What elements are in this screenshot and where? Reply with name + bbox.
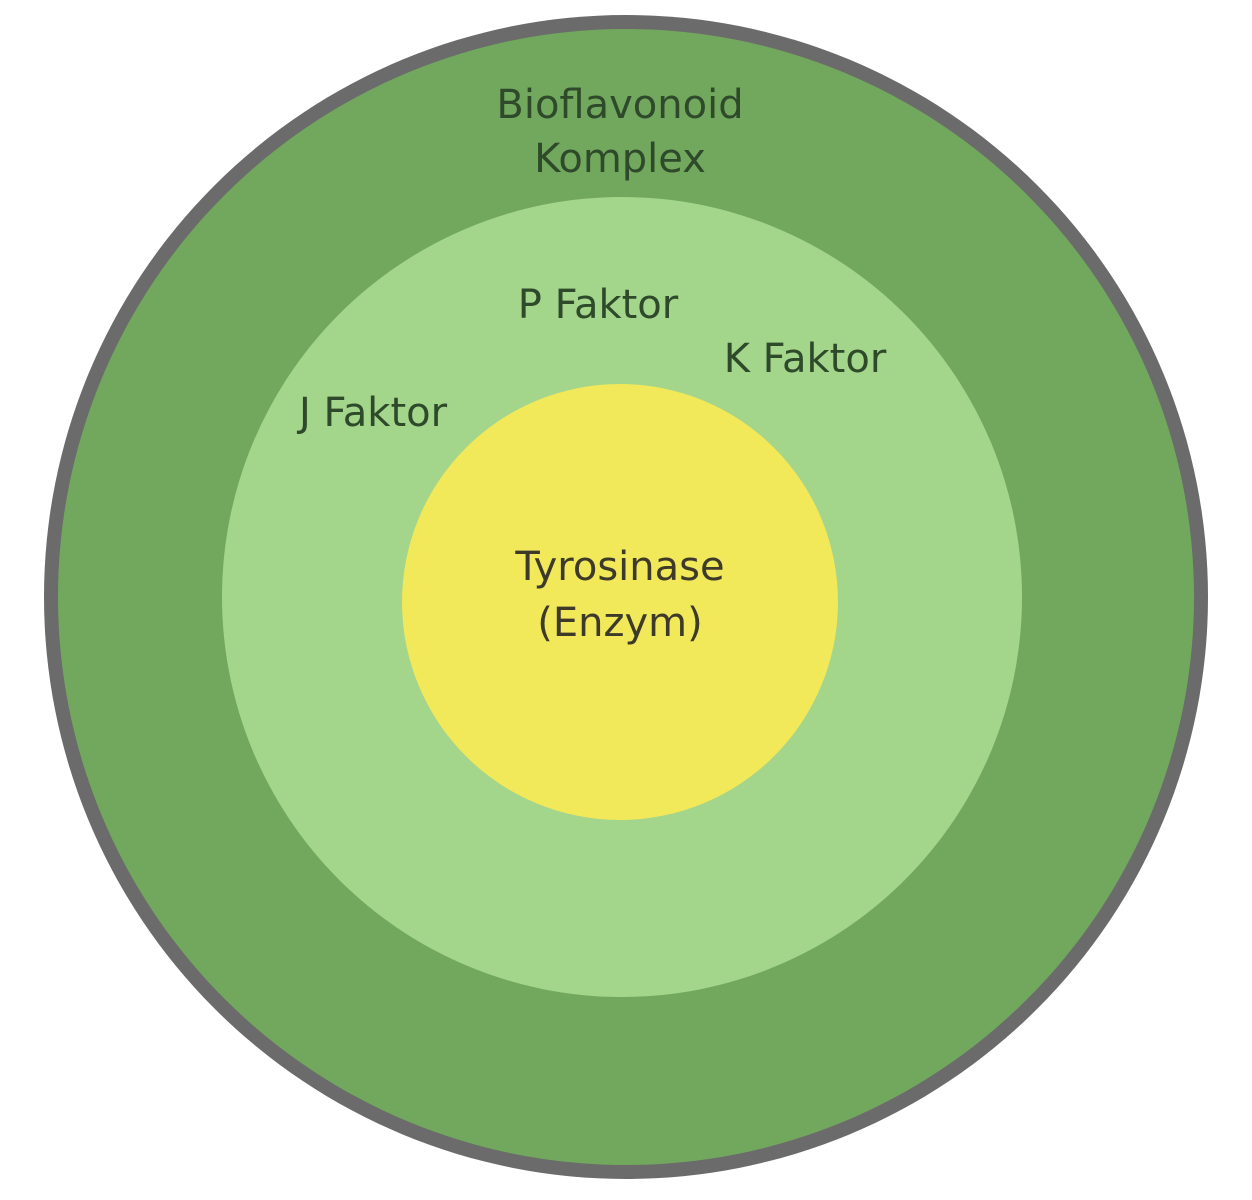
outer-label-line1: Bioflavonoid: [496, 82, 743, 128]
factor-p-label: P Faktor: [518, 282, 679, 328]
factor-j-label: J Faktor: [296, 390, 448, 436]
outer-label-line2: Komplex: [534, 136, 706, 182]
core-label-line1: Tyrosinase: [514, 544, 724, 590]
factor-k-label: K Faktor: [724, 336, 887, 382]
core-label-line2: (Enzym): [537, 600, 702, 646]
tyrosinase-core-circle: [402, 384, 838, 820]
